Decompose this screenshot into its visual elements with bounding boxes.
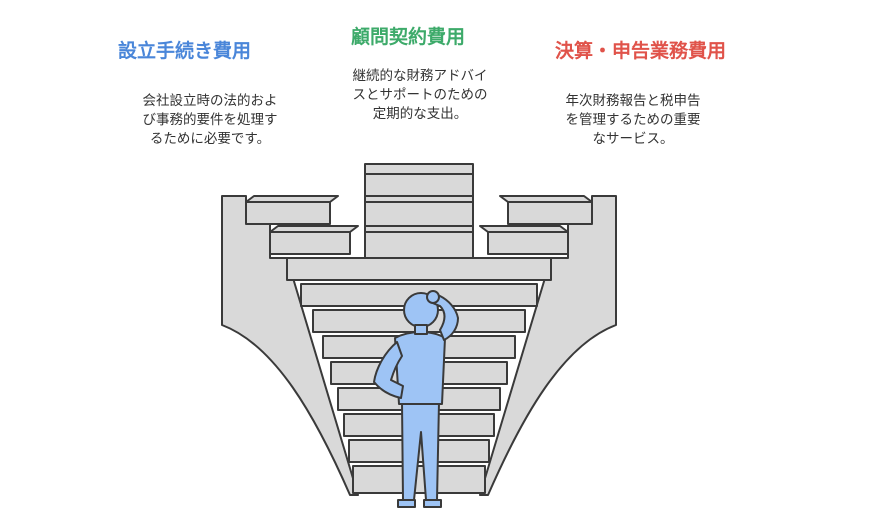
- fee-desc-setup: 会社設立時の法的およ び事務的要件を処理す るために必要です。: [142, 93, 278, 147]
- fee-title-settlement: 決算・申告業務費用: [555, 40, 727, 62]
- fee-title-advisory: 顧問契約費用: [351, 26, 466, 48]
- fee-title-setup: 設立手続き費用: [118, 40, 252, 62]
- left-wall: [221, 195, 359, 496]
- right-wall: [479, 195, 617, 496]
- fee-desc-advisory: 継続的な財務アドバイ スとサポートのための 定期的な支出。: [352, 68, 488, 122]
- fee-desc-settlement: 年次財務報告と税申告 を管理するための重要 なサービス。: [565, 93, 701, 147]
- person-figure: [373, 290, 459, 508]
